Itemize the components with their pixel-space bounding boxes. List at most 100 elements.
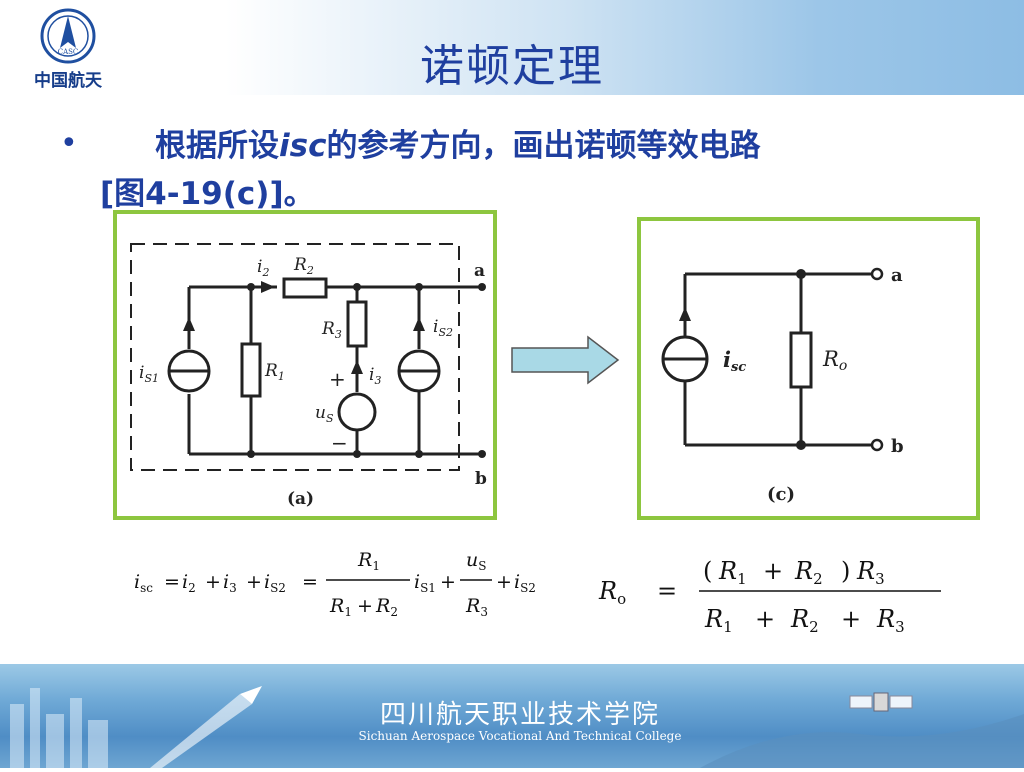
svg-text:i2: i2 <box>257 257 269 279</box>
svg-text:iS2: iS2 <box>514 571 536 595</box>
plus-label: + <box>329 367 346 391</box>
r2-sub: 2 <box>306 264 314 277</box>
i2-sub: 2 <box>261 266 269 279</box>
terminal-a-label: a <box>474 261 485 281</box>
isc-formula: isc = i2 + i3 + iS2 = R1 R1 + R2 iS1 + u… <box>134 549 536 619</box>
svg-text:uS: uS <box>466 549 486 573</box>
f2-den-a: R <box>704 605 723 633</box>
circuit-c-diagram: a b isc Ro (c) <box>661 265 904 505</box>
f1-t2: i <box>223 571 229 593</box>
f2-den-c-sub: 3 <box>895 618 905 636</box>
f1-t3: i <box>264 571 270 593</box>
us-source <box>337 392 377 432</box>
svg-text:iS2: iS2 <box>264 571 286 595</box>
ro-label: R <box>822 347 839 371</box>
f1-frac1-num-sub: 1 <box>372 559 380 573</box>
f1-frac2-den-sub: 3 <box>480 605 488 619</box>
f1-frac1-den-b-sub: 2 <box>390 605 398 619</box>
circuit-a-diagram: a b i2 R2 R3 iS2 iS1 R1 i3 uS + − (a) <box>130 243 487 509</box>
f1-t1-sub: 2 <box>188 581 196 595</box>
svg-text:iS2: iS2 <box>433 317 453 339</box>
f1-t3-sub: S2 <box>270 581 286 595</box>
r2-resistor <box>282 277 328 299</box>
us-label: u <box>315 403 326 423</box>
i3-sub: 3 <box>374 374 381 387</box>
r2-label: R <box>293 255 307 275</box>
satellite-icon <box>849 692 913 712</box>
logo-text: 中国航天 <box>34 71 102 91</box>
f2-num-close: ) <box>841 557 850 585</box>
svg-text:R2: R2 <box>375 595 398 619</box>
minus-label: − <box>331 431 348 455</box>
svg-text:R1: R1 <box>329 595 352 619</box>
circuit-c-box: a b isc Ro (c) <box>637 217 980 520</box>
f2-den-c: R <box>876 605 895 633</box>
f1-t4: i <box>414 571 420 593</box>
us-sub: S <box>326 412 334 425</box>
svg-text:R3: R3 <box>465 595 488 619</box>
f2-num-b-sub: 2 <box>813 570 823 588</box>
svg-text:Ro: Ro <box>822 347 847 374</box>
svg-text:i3: i3 <box>223 571 237 595</box>
f2-num-a: R <box>718 557 737 585</box>
ro-resistor <box>789 331 813 389</box>
f1-frac2-num: u <box>466 549 478 571</box>
f2-lhs: R <box>598 577 617 605</box>
f2-den-b-sub: 2 <box>809 618 819 636</box>
svg-text:R3: R3 <box>856 557 885 588</box>
f1-plus2: + <box>246 571 262 593</box>
f2-num-open: ( <box>703 557 712 585</box>
svg-text:i3: i3 <box>369 365 381 387</box>
f2-num-c: R <box>856 557 875 585</box>
f2-eq: = <box>657 577 677 605</box>
f2-den-a-sub: 1 <box>723 618 733 636</box>
f2-num-a-sub: 1 <box>737 570 747 588</box>
isc-label: i <box>723 347 731 372</box>
r3-sub: 3 <box>335 328 342 341</box>
r1-label: R <box>264 361 278 381</box>
r1-sub: 1 <box>278 370 285 383</box>
footer-banner <box>0 664 1024 768</box>
is2-label: i <box>433 317 438 337</box>
bullet-dot: • <box>60 126 78 161</box>
svg-text:iS1: iS1 <box>139 363 159 385</box>
is2-sub: S2 <box>438 326 453 339</box>
r3-label: R <box>321 319 335 339</box>
f1-eq: = <box>164 571 180 593</box>
f1-frac1-den-b: R <box>375 595 390 617</box>
f2-den-b: R <box>790 605 809 633</box>
svg-text:Ro: Ro <box>598 577 626 608</box>
circuit-a-box: a b i2 R2 R3 iS2 iS1 R1 i3 uS + − (a) <box>113 210 497 520</box>
f1-t2-sub: 3 <box>229 581 237 595</box>
is1-label: i <box>139 363 144 383</box>
svg-text:R1: R1 <box>264 361 285 383</box>
casc-emblem-text: CASC <box>58 48 79 56</box>
i3-label: i <box>369 365 374 385</box>
right-arrow-icon <box>511 335 620 385</box>
bullet-line2: [图4-19(c)]。 <box>100 176 315 212</box>
svg-text:R2: R2 <box>794 557 823 588</box>
f2-num-c-sub: 3 <box>875 570 885 588</box>
svg-text:R1: R1 <box>357 549 380 573</box>
svg-text:iS1: iS1 <box>414 571 436 595</box>
f1-frac2-den: R <box>465 595 480 617</box>
f2-num-plus: + <box>763 557 783 585</box>
page-title: 诺顿定理 <box>420 41 604 92</box>
svg-text:R2: R2 <box>790 605 819 636</box>
svg-text:R1: R1 <box>704 605 733 636</box>
f1-frac1-num: R <box>357 549 372 571</box>
footer-college-en: Sichuan Aerospace Vocational And Technic… <box>358 729 682 743</box>
f1-frac2-num-sub: S <box>478 559 486 573</box>
f1-lhs: i <box>134 571 140 593</box>
bullet-paragraph: 根据所设isc的参考方向，画出诺顿等效电路 [图4-19(c)]。 <box>100 122 980 218</box>
terminal-a-label-c: a <box>891 265 903 286</box>
casc-logo: CASC 中国航天 <box>20 6 116 91</box>
f1-eq2: = <box>302 571 318 593</box>
bullet-text-before: 根据所设 <box>155 128 279 164</box>
bullet-text-after: 的参考方向，画出诺顿等效电路 <box>326 128 761 164</box>
i2-label: i <box>257 257 262 277</box>
footer-college-cn: 四川航天职业技术学院 <box>379 700 660 730</box>
svg-text:R3: R3 <box>876 605 905 636</box>
caption-a: (a) <box>287 489 314 509</box>
f2-den-plus1: + <box>755 605 775 633</box>
